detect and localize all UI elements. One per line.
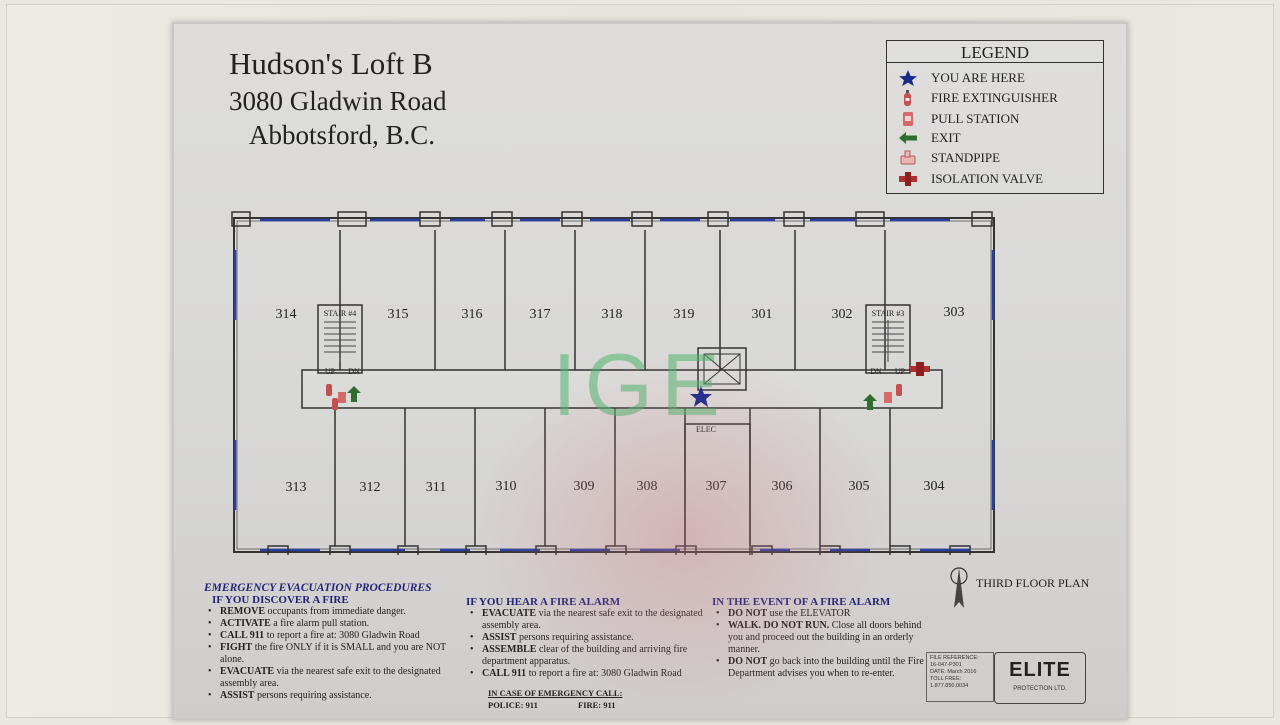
emergency-call-heading: IN CASE OF EMERGENCY CALL: xyxy=(488,688,623,698)
room-label: 305 xyxy=(849,479,870,494)
room-label: 304 xyxy=(924,479,945,494)
procedures-heading: EMERGENCY EVACUATION PROCEDURES xyxy=(204,582,432,594)
pull-station-icon xyxy=(903,112,913,126)
standpipe-icon xyxy=(900,150,916,165)
list-item: EVACUATE via the nearest safe exit to th… xyxy=(470,608,706,632)
fire-alarm-event-heading: IN THE EVENT OF A FIRE ALARM xyxy=(712,596,891,608)
police-number: POLICE: 911 xyxy=(488,700,538,710)
hear-alarm-heading: IF YOU HEAR A FIRE ALARM xyxy=(466,596,621,608)
star-icon xyxy=(899,70,917,86)
fire-alarm-event-list: DO NOT use the ELEVATOR WALK. DO NOT RUN… xyxy=(712,608,937,680)
room-label: 306 xyxy=(772,479,793,494)
bottom-room-labels: 313 312 311 310 309 308 307 306 305 304 xyxy=(286,479,945,495)
pull-station-icon xyxy=(338,392,892,403)
list-item: FIGHT the fire ONLY if it is SMALL and y… xyxy=(208,642,454,666)
structural-columns xyxy=(231,211,993,555)
up-label: UP xyxy=(325,367,336,376)
discover-fire-heading: IF YOU DISCOVER A FIRE xyxy=(212,594,349,606)
elevator-label: ELEC xyxy=(696,425,716,434)
fire-number: FIRE: 911 xyxy=(578,700,616,710)
dn-label: DN xyxy=(870,367,882,376)
stair-3-label: STAIR #3 xyxy=(872,309,904,318)
city: Abbotsford, B.C. xyxy=(249,120,436,150)
list-item: CALL 911 to report a fire at: 3080 Gladw… xyxy=(470,668,706,680)
legend-box: LEGEND YOU ARE HERE FIRE EXTINGUISHER PU… xyxy=(886,40,1104,194)
legend-title: LEGEND xyxy=(961,43,1029,62)
exit-arrow-icon xyxy=(347,386,877,410)
legend-divider xyxy=(887,62,1103,63)
up-label: UP xyxy=(895,367,906,376)
isolation-valve-icon xyxy=(910,362,930,376)
room-label: 316 xyxy=(462,307,483,322)
building-name: Hudson's Loft B xyxy=(229,46,433,81)
room-label: 313 xyxy=(286,480,307,495)
room-label: 319 xyxy=(674,307,695,322)
room-label: 307 xyxy=(706,479,727,494)
evacuation-plan-plaque: Hudson's Loft B 3080 Gladwin Road Abbots… xyxy=(172,22,1128,720)
room-label: 309 xyxy=(574,479,595,494)
room-label: 308 xyxy=(637,479,658,494)
room-label: 315 xyxy=(388,307,409,322)
stair-3 xyxy=(865,304,911,374)
discover-fire-list: REMOVE occupants from immediate danger. … xyxy=(204,606,454,702)
elite-logo: ELITE PROTECTION LTD. xyxy=(994,652,1086,704)
street-address: 3080 Gladwin Road xyxy=(229,86,447,116)
list-item: DO NOT use the ELEVATOR xyxy=(716,608,937,620)
room-label: 302 xyxy=(832,307,853,322)
corridor xyxy=(301,369,943,409)
list-item: REMOVE occupants from immediate danger. xyxy=(208,606,454,618)
list-item: ASSEMBLE clear of the building and arriv… xyxy=(470,644,706,668)
room-label: 314 xyxy=(276,307,297,322)
hear-alarm-list: EVACUATE via the nearest safe exit to th… xyxy=(466,608,706,680)
list-item: DO NOT go back into the building until t… xyxy=(716,656,937,680)
fire-extinguisher-icon xyxy=(326,384,902,410)
room-label: 310 xyxy=(496,479,517,494)
floor-plan: 314 315 316 317 318 319 301 302 303 313 … xyxy=(231,211,995,555)
room-label: 311 xyxy=(426,480,446,495)
room-label: 303 xyxy=(944,305,965,320)
list-item: ASSIST persons requiring assistance. xyxy=(208,690,454,702)
floor-plan-label: THIRD FLOOR PLAN xyxy=(976,576,1090,590)
procedures-col-2: IF YOU HEAR A FIRE ALARM EVACUATE via th… xyxy=(466,596,706,680)
room-label: 312 xyxy=(360,480,381,495)
list-item: WALK. DO NOT RUN. Close all doors behind… xyxy=(716,620,937,656)
stair-4-label: STAIR #4 xyxy=(324,309,356,318)
exit-arrow-icon xyxy=(899,132,917,144)
procedures-col-1: EMERGENCY EVACUATION PROCEDURES IF YOU D… xyxy=(204,582,454,702)
top-room-labels: 314 315 316 317 318 319 301 302 303 xyxy=(276,305,965,322)
stair-4 xyxy=(317,304,363,374)
list-item: EVACUATE via the nearest safe exit to th… xyxy=(208,666,454,690)
isolation-valve-icon xyxy=(899,172,917,186)
room-label: 318 xyxy=(602,307,623,322)
file-reference-box: FILE REFERENCE: 16-047-P301 DATE: March … xyxy=(926,652,994,702)
room-label: 317 xyxy=(530,307,551,322)
watermark: IGE xyxy=(552,335,728,434)
elevator-shaft xyxy=(697,347,747,391)
fire-extinguisher-icon xyxy=(904,90,911,106)
list-item: ACTIVATE a fire alarm pull station. xyxy=(208,618,454,630)
dn-label: DN xyxy=(348,367,360,376)
you-are-here-star-icon xyxy=(690,386,712,407)
north-arrow-icon xyxy=(950,567,968,608)
window-accents xyxy=(233,218,995,552)
procedures-col-3: IN THE EVENT OF A FIRE ALARM DO NOT use … xyxy=(712,596,937,680)
room-307-outline xyxy=(684,423,751,555)
list-item: ASSIST persons requiring assistance. xyxy=(470,632,706,644)
top-room-walls xyxy=(339,230,886,370)
room-label: 301 xyxy=(752,307,773,322)
list-item: CALL 911 to report a fire at: 3080 Gladw… xyxy=(208,630,454,642)
